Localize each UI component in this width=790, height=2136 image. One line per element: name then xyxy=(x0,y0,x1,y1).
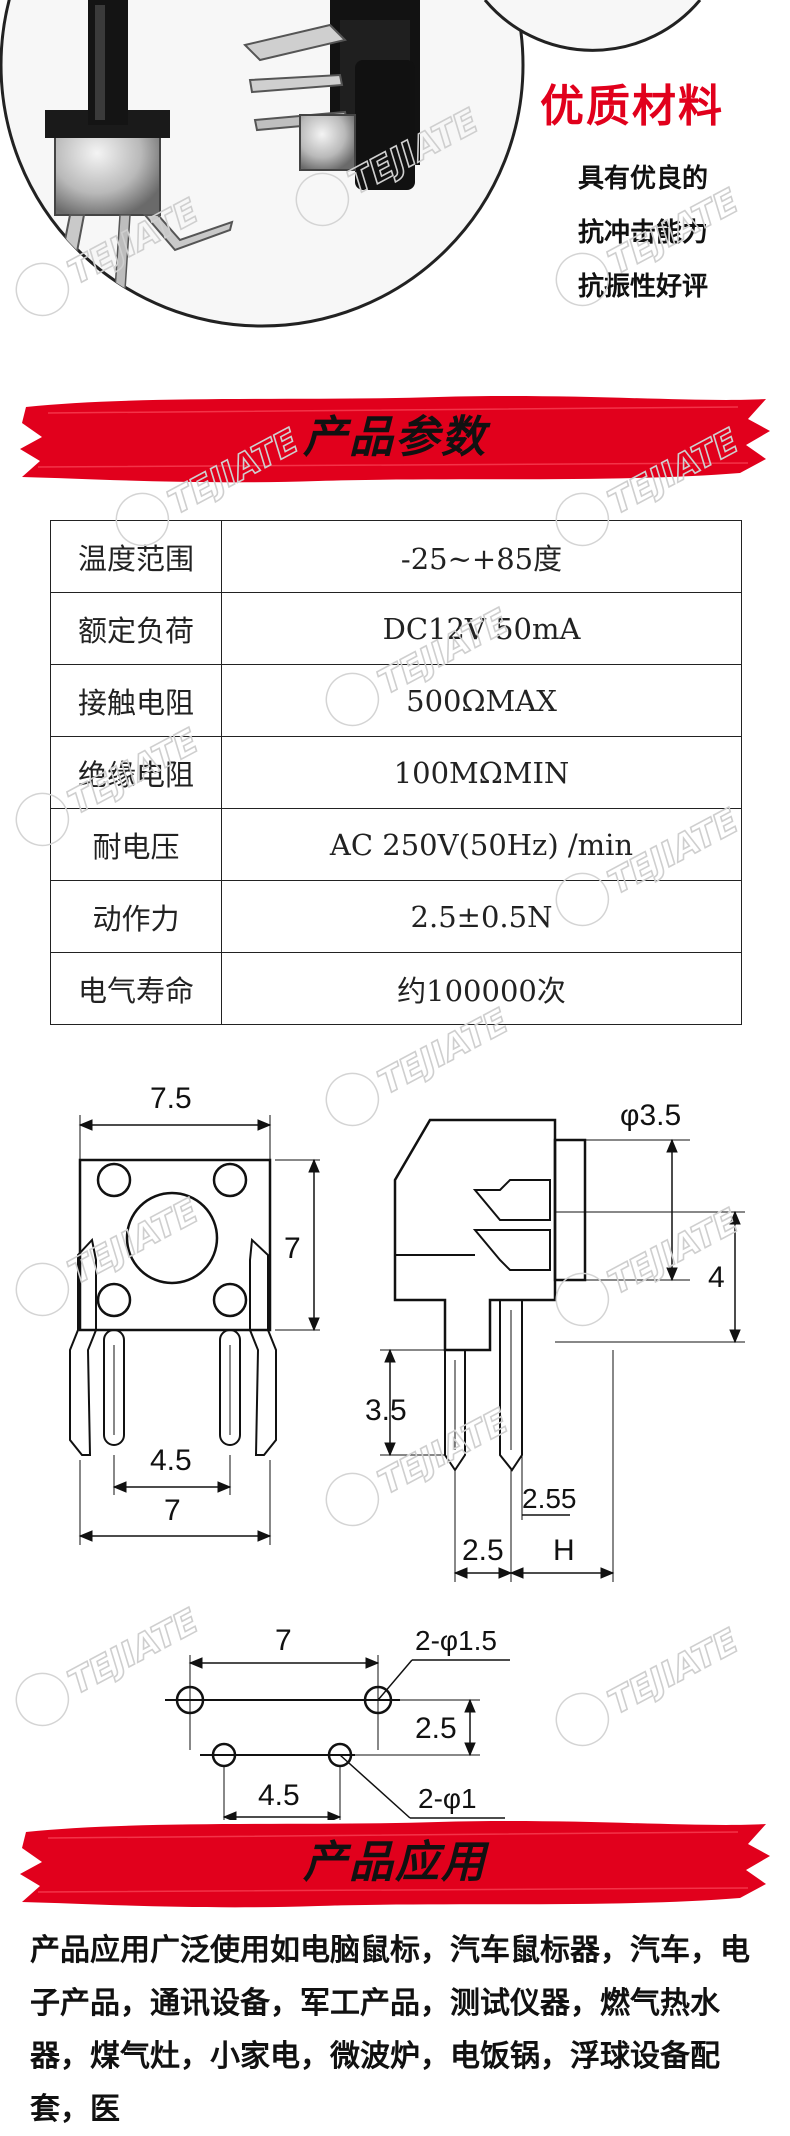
dim-pcb-small-spacing: 4.5 xyxy=(258,1779,300,1812)
feature-title: 优质材料 xyxy=(540,81,724,132)
pcb-layout: 7 2-φ1.5 2.5 4.5 2-φ1 xyxy=(165,1624,510,1820)
spec-value: 2.5±0.5N xyxy=(221,880,742,953)
spec-row: 电气寿命约100000次 xyxy=(50,952,742,1025)
params-banner: 产品参数 xyxy=(18,393,772,483)
spec-name: 温度范围 xyxy=(50,520,222,593)
spec-name: 接触电阻 xyxy=(50,664,222,737)
application-banner: 产品应用 xyxy=(18,1818,772,1908)
params-title: 产品参数 xyxy=(303,412,487,463)
side-view: φ3.5 4 3.5 2.55 2.5 H xyxy=(365,1099,745,1582)
spec-value: AC 250V(50Hz) /min xyxy=(221,808,742,881)
brush-stroke-icon xyxy=(20,396,770,483)
dim-base-width: 7 xyxy=(164,1494,181,1527)
dim-pin-length: 3.5 xyxy=(365,1394,407,1427)
brush-stroke-icon xyxy=(20,1821,770,1908)
technical-drawing: 7.5 7 4.5 7 xyxy=(69,1082,745,1820)
feature-line: 抗振性好评 xyxy=(578,272,709,302)
spec-value: 约100000次 xyxy=(221,952,742,1025)
dim-pin-pitch: 2.5 xyxy=(462,1534,504,1567)
spec-value: -25~+85度 xyxy=(221,520,742,593)
dim-side-height: 4 xyxy=(708,1261,725,1294)
feature-line: 抗冲击能力 xyxy=(578,218,709,248)
application-title: 产品应用 xyxy=(303,1837,487,1888)
spec-name: 额定负荷 xyxy=(50,592,222,665)
spec-row: 温度范围-25~+85度 xyxy=(50,520,742,593)
dim-pcb-hole-small: 2-φ1 xyxy=(418,1783,477,1814)
dim-pin-offset: 2.55 xyxy=(522,1483,577,1514)
feature-line: 具有优良的 xyxy=(578,164,709,194)
spec-value: 500ΩMAX xyxy=(221,664,742,737)
dim-pcb-hole-large: 2-φ1.5 xyxy=(415,1625,497,1656)
dim-pcb-spacing: 7 xyxy=(275,1624,292,1657)
dim-pin-spacing: 4.5 xyxy=(150,1444,192,1477)
application-text: 产品应用广泛使用如电脑鼠标，汽车鼠标器，汽车，电子产品，通讯设备，军工产品，测试… xyxy=(30,1933,750,2127)
spec-name: 电气寿命 xyxy=(50,952,222,1025)
spec-name: 耐电压 xyxy=(50,808,222,881)
switch-photo xyxy=(0,0,702,328)
spec-name: 绝缘电阻 xyxy=(50,736,222,809)
spec-name: 动作力 xyxy=(50,880,222,953)
hero-section: 优质材料 具有优良的 抗冲击能力 抗振性好评 xyxy=(0,0,790,365)
front-view: 7.5 7 4.5 7 xyxy=(69,1082,320,1545)
spec-value: DC12V 50mA xyxy=(221,592,742,665)
dim-front-height: 7 xyxy=(284,1232,301,1265)
dim-h-label: H xyxy=(553,1534,575,1567)
dim-front-width: 7.5 xyxy=(150,1082,192,1115)
dim-side-diameter: φ3.5 xyxy=(620,1099,681,1132)
dim-pcb-row-gap: 2.5 xyxy=(415,1712,457,1745)
spec-value: 100MΩMIN xyxy=(221,736,742,809)
